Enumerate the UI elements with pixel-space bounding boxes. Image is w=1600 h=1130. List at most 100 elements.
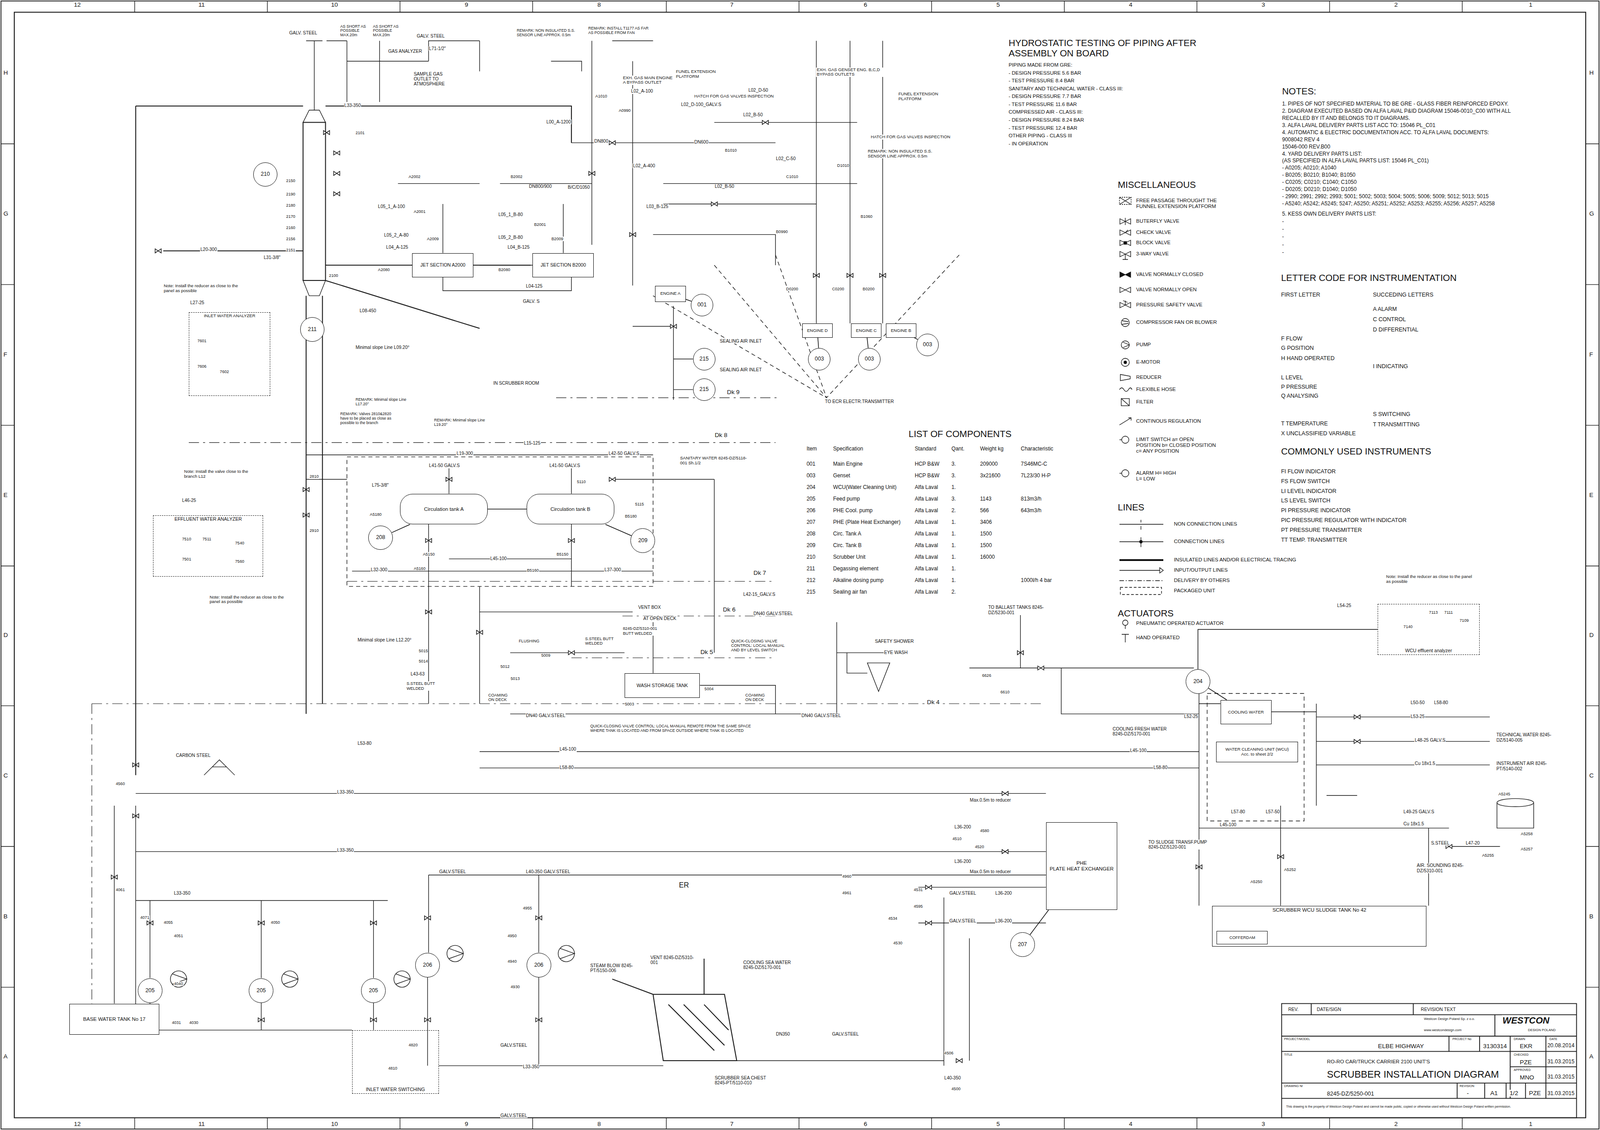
label-text: 643m3/h bbox=[1020, 507, 1043, 514]
label-text: 5. KESS OWN DELIVERY PARTS LIST: bbox=[1281, 211, 1377, 218]
legend-text: FREE PASSAGE THROUGHT THE FUNNEL EXTENSI… bbox=[1135, 197, 1218, 210]
label-text: - A5240; A5242; A5245; 5247; A5250; A525… bbox=[1281, 200, 1496, 207]
label-text: A2009 bbox=[426, 236, 439, 242]
label-text: 3 bbox=[1261, 1120, 1266, 1128]
legend-symbol-part bbox=[1121, 469, 1129, 477]
node-text: COFFERDAM bbox=[1229, 935, 1256, 941]
label-text: L45-100 bbox=[1129, 748, 1148, 754]
wcu-region bbox=[1207, 693, 1305, 822]
legend-symbol bbox=[1118, 269, 1133, 281]
node-text: 003 bbox=[814, 356, 825, 363]
label-text: A5257 bbox=[1520, 846, 1533, 852]
label-text: B2009 bbox=[551, 236, 564, 242]
label-text: L53-25 bbox=[1410, 714, 1426, 720]
legend-symbol-part bbox=[1125, 229, 1128, 233]
callout-circle: 208 bbox=[368, 525, 393, 551]
label-text: 31.03.2015 bbox=[1546, 1059, 1575, 1066]
label-text: B1060 bbox=[860, 214, 873, 219]
label-text: PROJECT No bbox=[1451, 1037, 1472, 1042]
legend-symbol-part bbox=[1119, 559, 1164, 562]
legend-symbol-part bbox=[1119, 537, 1164, 548]
callout-circle: 003 bbox=[808, 348, 831, 371]
label-text: 1500 bbox=[979, 531, 992, 537]
legend-symbol bbox=[1118, 585, 1166, 598]
label-text: Note: Install the reducer as close to th… bbox=[209, 595, 292, 605]
package-outline: INLET WATER ANALYZER bbox=[188, 312, 271, 396]
label-text: - bbox=[1281, 226, 1285, 233]
label-text: Circ. Tank A bbox=[832, 531, 862, 537]
label-text: 1. bbox=[951, 554, 957, 561]
label-text: 9 bbox=[464, 1120, 469, 1128]
label-text: - bbox=[1281, 234, 1285, 240]
valve-symbol bbox=[1017, 651, 1024, 656]
label-text: 5004 bbox=[704, 686, 715, 692]
label-text: C bbox=[1588, 772, 1595, 779]
node-text: JET SECTION B2000 bbox=[540, 262, 586, 269]
label-text: 212 bbox=[806, 577, 817, 584]
legend-symbol bbox=[1118, 575, 1166, 588]
label-text: 2170 bbox=[285, 214, 296, 219]
label-text: L50-50 bbox=[1410, 700, 1426, 706]
legend-symbol-part bbox=[1123, 300, 1128, 306]
label-text: 7 bbox=[729, 1120, 735, 1128]
label-text: 2. bbox=[951, 507, 957, 514]
legend-symbol bbox=[1118, 468, 1133, 480]
label-text: L42-15_GALV.S bbox=[742, 591, 776, 597]
label-text: 4810 bbox=[387, 1066, 398, 1071]
node-text: PHE bbox=[1076, 860, 1087, 867]
valve-symbol bbox=[609, 477, 616, 482]
label-text: HYDROSTATIC TESTING OF PIPING AFTER ASSE… bbox=[1008, 37, 1213, 59]
valve-symbol bbox=[535, 915, 542, 920]
label-text: IN SCRUBBER ROOM bbox=[493, 380, 540, 386]
valve-symbol bbox=[258, 1017, 265, 1022]
label-text: 4055 bbox=[163, 920, 174, 925]
label-text: MISCELLANEOUS bbox=[1117, 179, 1196, 190]
label-text: Specification bbox=[832, 446, 864, 452]
node-text: 215 bbox=[699, 386, 709, 393]
label-text: Minimal slope Line L09.20° bbox=[355, 344, 410, 350]
label-text: S.STEEL bbox=[1430, 840, 1450, 846]
legend-text: CONTINOUS REGULATION bbox=[1135, 418, 1202, 425]
node-text: INLET WATER SWITCHING bbox=[365, 1087, 426, 1093]
label-text: REMARK: Minimal slope Line L17.20° bbox=[355, 397, 418, 407]
legend-symbol-part bbox=[1119, 417, 1132, 426]
legend-text: DELIVERY BY OTHERS bbox=[1173, 577, 1231, 584]
label-text: 2910 bbox=[309, 528, 320, 533]
label-text: DESIGN POLAND bbox=[1527, 1028, 1557, 1033]
label-text: Sealing air fan bbox=[832, 589, 868, 596]
label-text: PROJECT/MODEL bbox=[1283, 1037, 1311, 1042]
valve-symbol bbox=[956, 1058, 963, 1063]
label-text: 5003 bbox=[624, 702, 635, 707]
label-text: WESTCON bbox=[1502, 1015, 1550, 1026]
valve-symbol bbox=[476, 630, 483, 635]
label-text: PHE (Plate Heat Exchanger) bbox=[832, 519, 902, 526]
valve-symbol bbox=[879, 273, 886, 278]
label-text: - bbox=[1281, 242, 1285, 248]
node-text: 001 bbox=[697, 302, 707, 309]
legend-symbol bbox=[1118, 299, 1133, 312]
node-text: WASH STORAGE TANK bbox=[636, 683, 689, 689]
label-text: B/C/D1050 bbox=[567, 184, 591, 190]
label-text: COOLING FRESH WATER 8245-DZ/5170-001 bbox=[1112, 726, 1175, 737]
legend-symbol-part bbox=[1121, 340, 1130, 349]
label-text: COMPRESSED AIR - CLASS III: bbox=[1008, 109, 1084, 115]
label-text: 7 bbox=[729, 1, 735, 9]
carbon-steel-spill bbox=[204, 759, 235, 775]
legend-symbol-part bbox=[1122, 254, 1128, 260]
pump-symbol bbox=[170, 970, 187, 988]
label-text: B0200 bbox=[862, 286, 875, 292]
label-text: Feed pump bbox=[832, 496, 861, 503]
legend-symbol-part bbox=[1119, 580, 1164, 581]
callout-circle: 207 bbox=[1010, 932, 1035, 958]
equipment-box: Circulation tank B bbox=[526, 493, 615, 525]
label-text: DN600 bbox=[693, 139, 709, 145]
label-text: DN40 GALV.STEEL bbox=[525, 713, 566, 719]
label-text: L36-200 bbox=[953, 824, 972, 830]
label-text: L45-100 bbox=[1219, 822, 1237, 828]
label-text: B5180 bbox=[624, 514, 638, 519]
label-text: L52-25 bbox=[1183, 714, 1199, 720]
label-text: A2002 bbox=[408, 174, 421, 179]
label-text: 1. bbox=[951, 531, 957, 537]
callout-circle: 205 bbox=[137, 978, 163, 1004]
label-text: L53-80 bbox=[357, 740, 372, 746]
